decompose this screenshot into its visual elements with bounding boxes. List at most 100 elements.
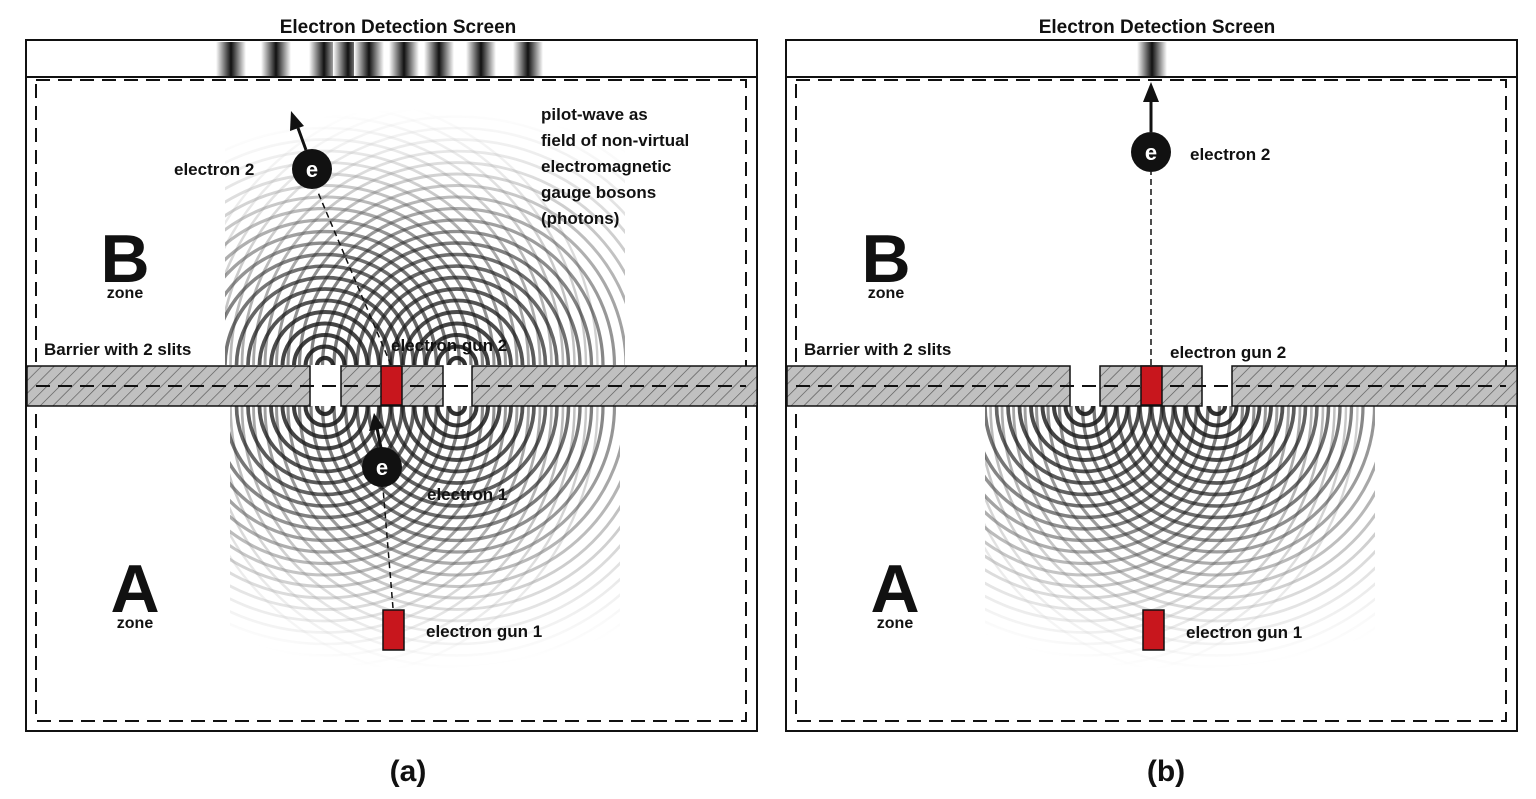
wave-arc	[240, 149, 625, 365]
panel-a-gun2-label: electron gun 2	[391, 336, 507, 355]
wave-arc	[246, 287, 404, 365]
wave-arc	[225, 229, 462, 365]
wave-arc	[989, 405, 1375, 634]
wave-arc	[1149, 405, 1285, 474]
wave-arc	[1161, 405, 1273, 462]
wave-arc	[230, 405, 485, 566]
wave-arc	[286, 195, 625, 365]
wave-arc	[225, 252, 439, 365]
wave-arc	[1195, 405, 1239, 428]
panel-a-zone-b-word: zone	[107, 285, 144, 302]
wave-arc	[230, 405, 450, 531]
wave-arc	[246, 405, 404, 485]
wave-arc	[985, 522, 1375, 669]
panel-a-electron-2: e	[290, 111, 332, 189]
wave-arc	[1103, 405, 1331, 520]
electron-circle	[362, 447, 402, 487]
wave-arc	[1012, 405, 1375, 611]
wave-arc	[1046, 405, 1375, 577]
wave-arc	[315, 355, 335, 365]
panel-a-electron-1: e	[362, 413, 402, 487]
wave-arc	[280, 405, 370, 451]
panel-a-screen-title: Electron Detection Screen	[280, 17, 517, 38]
wave-arc	[230, 532, 620, 669]
panel-b-electron-gun-2	[1140, 365, 1163, 406]
wave-arc	[985, 405, 1210, 531]
wave-arc	[985, 405, 1313, 634]
wave-arc	[230, 405, 542, 623]
wave-arc	[225, 149, 542, 365]
wave-arc	[229, 138, 625, 365]
panel-a-zone-b-letter: B	[100, 221, 149, 297]
panel-b-zone-a-word: zone	[877, 615, 914, 632]
wave-arc	[230, 405, 439, 520]
pilot-wave-line: gauge bosons	[541, 183, 656, 202]
panel-a-wave-above	[225, 92, 625, 365]
wave-arc	[355, 264, 559, 365]
wave-arc	[297, 206, 617, 365]
wave-arc	[1115, 405, 1319, 508]
wave-arc	[1183, 405, 1251, 439]
panel-a-trajectory-1	[382, 487, 394, 609]
wave-arc	[985, 452, 1375, 646]
fringe-mark	[424, 42, 454, 76]
panel-b-electron-gun-1	[1142, 609, 1165, 651]
wave-arc	[985, 494, 1375, 657]
panel-a-trajectory-2	[316, 189, 392, 366]
wave-arc	[225, 126, 565, 365]
wave-arc	[985, 405, 1290, 611]
wave-arc	[389, 298, 525, 365]
wave-arc	[230, 405, 530, 611]
pilot-wave-line: field of non-virtual	[541, 131, 689, 150]
wave-arc	[230, 405, 496, 577]
panel-b-screen-hit	[1137, 42, 1167, 76]
panel-a-electron1-label: electron 1	[427, 485, 507, 504]
wave-arc	[297, 405, 617, 566]
wave-arc	[225, 138, 553, 365]
panel-b-caption: (b)	[1147, 755, 1185, 788]
wave-arc	[230, 405, 620, 634]
wave-arc	[286, 405, 620, 577]
panel-b-gun2-label: electron gun 2	[1170, 343, 1286, 362]
wave-arc	[252, 161, 625, 365]
arrow-head	[1143, 82, 1159, 102]
panel-b-electron-2: e	[1131, 82, 1171, 172]
wave-arc	[389, 405, 525, 474]
panel-a-zone-a-word: zone	[117, 615, 154, 632]
panel-a-caption: (a)	[390, 755, 427, 788]
wave-arc	[230, 405, 599, 680]
wave-arc	[446, 405, 468, 417]
wave-arc	[985, 405, 1199, 520]
pilot-wave-line: electromagnetic	[541, 157, 671, 176]
wave-arc	[309, 405, 605, 554]
wave-arc	[1074, 405, 1096, 417]
wave-arc	[230, 405, 553, 634]
arrow-shaft	[375, 427, 383, 449]
wave-arc	[275, 405, 620, 588]
panel-b-barrier-label: Barrier with 2 slits	[804, 340, 951, 359]
electron-symbol: e	[306, 157, 318, 182]
wave-arc	[985, 405, 1359, 680]
panel-b-electron2-label: electron 2	[1190, 145, 1270, 164]
wave-arc	[343, 252, 571, 365]
fringe-mark	[513, 42, 543, 76]
wave-arc	[263, 172, 625, 365]
panel-b: Electron Detection Screen Barrier with 2…	[785, 17, 1518, 788]
panel-a-wave-below	[230, 405, 620, 680]
wave-arc	[230, 472, 620, 646]
wave-arc	[252, 405, 620, 611]
pilot-wave-line: (photons)	[541, 209, 619, 228]
wave-arc	[225, 126, 625, 320]
wave-arc	[435, 344, 479, 365]
wave-arc	[343, 405, 571, 520]
panel-a: Electron Detection Screen Barrier with 2…	[25, 17, 758, 788]
wave-arc	[1172, 405, 1262, 451]
electron-circle	[1131, 132, 1171, 172]
wave-arc	[985, 546, 1375, 680]
wave-arc	[314, 405, 336, 417]
wave-arc	[985, 405, 1325, 646]
panel-b-wave-below	[985, 405, 1375, 680]
wave-arc	[447, 355, 467, 365]
wave-arc	[225, 92, 625, 226]
